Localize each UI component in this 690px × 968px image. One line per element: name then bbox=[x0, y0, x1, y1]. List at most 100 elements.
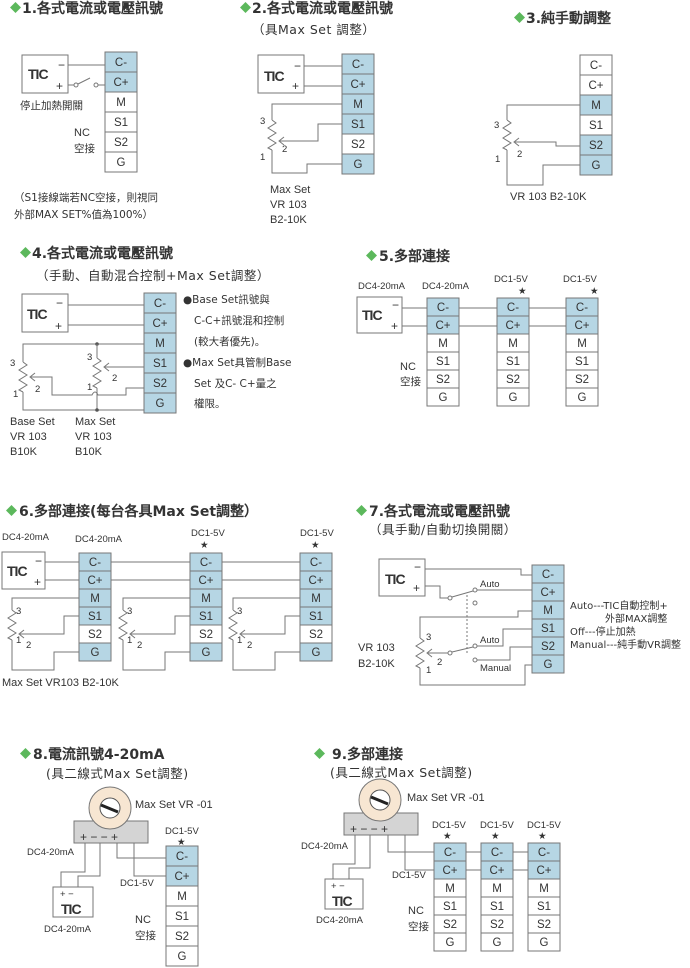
wire bbox=[117, 609, 128, 641]
terminal-label: C- bbox=[154, 298, 166, 310]
terminal-label: S2 bbox=[88, 629, 102, 641]
terminal-label: G bbox=[354, 159, 363, 171]
minus-sign: − bbox=[56, 296, 63, 310]
tic-box bbox=[1, 551, 46, 590]
terminal-label: S2 bbox=[443, 919, 457, 931]
pot-pin-3: 3 bbox=[87, 352, 92, 363]
note-line: (較大者優先)。 bbox=[194, 335, 265, 348]
section-subtitle: （手動、自動混合控制+Max Set調整） bbox=[36, 268, 270, 283]
terminal-label: M bbox=[508, 338, 518, 350]
terminal-label: G bbox=[117, 157, 126, 169]
star-icon: ★ bbox=[200, 540, 209, 551]
section-title: 8.電流訊號4-20mA bbox=[33, 746, 165, 763]
terminal-g bbox=[565, 387, 599, 407]
wire bbox=[129, 629, 136, 639]
switch-contact bbox=[93, 82, 99, 88]
note-line: 權限。 bbox=[194, 397, 226, 410]
terminal-label: C- bbox=[200, 557, 212, 569]
terminal-label: S2 bbox=[575, 374, 589, 386]
terminal-label: M bbox=[539, 883, 549, 895]
tic-box bbox=[324, 878, 364, 910]
pot-label: VR 103 B2-10K bbox=[510, 191, 587, 203]
star-icon: ★ bbox=[177, 837, 186, 848]
terminal-label: C+ bbox=[87, 575, 102, 587]
unit-signal-label: DC1-5V bbox=[191, 528, 225, 539]
section-title: 2.各式電流或電壓訊號 bbox=[252, 0, 393, 17]
tic-box bbox=[378, 558, 426, 597]
pot-label: Max Set VR103 B2-10K bbox=[2, 677, 119, 689]
terminal-label: S2 bbox=[351, 139, 365, 151]
bullet-icon bbox=[240, 2, 251, 13]
terminal-label: C- bbox=[491, 847, 503, 859]
terminal-label: M bbox=[543, 605, 553, 617]
unit-signal-label: DC1-5V bbox=[432, 820, 466, 831]
tic-label: TIC bbox=[28, 66, 48, 82]
terminal-label: S2 bbox=[537, 919, 551, 931]
legend-line: Auto---TIC自動控制+ bbox=[570, 599, 668, 612]
section-title: 9.多部連接 bbox=[332, 746, 403, 763]
terminal-label: G bbox=[178, 951, 187, 963]
wire bbox=[122, 597, 190, 610]
terminal-label: S1 bbox=[537, 901, 551, 913]
tic-box bbox=[257, 54, 305, 94]
tic-label: TIC bbox=[264, 68, 284, 84]
section-2: 2.各式電流或電壓訊號 （具Max Set 調整） TIC − + C-C+MS… bbox=[240, 0, 393, 226]
tic-box bbox=[21, 54, 69, 94]
minus-sign: − bbox=[414, 560, 421, 574]
pot-pin-2: 2 bbox=[282, 144, 287, 155]
pot-pin-3: 3 bbox=[10, 358, 15, 369]
pot-pin-2: 2 bbox=[437, 657, 442, 668]
tic-signal-label: DC4-20mA bbox=[44, 924, 92, 935]
pot-pin-3: 3 bbox=[16, 606, 21, 617]
section-9: 9.多部連接 (具二線式Max Set調整) + − − + Max Set V… bbox=[301, 746, 561, 952]
terminal-label: S2 bbox=[153, 378, 167, 390]
tic-signal-label: DC4-20mA bbox=[27, 847, 75, 858]
wire bbox=[122, 640, 190, 671]
tic-box bbox=[21, 293, 69, 333]
unit-signal-label: DC1-5V bbox=[563, 274, 597, 285]
base-label: Base Set bbox=[10, 416, 55, 428]
unit-signal-label: DC4-20mA bbox=[422, 281, 470, 292]
terminal-label: G bbox=[509, 392, 518, 404]
terminal-g bbox=[480, 932, 514, 952]
tic-label: TIC bbox=[27, 306, 47, 322]
max-label: Max Set bbox=[75, 416, 115, 428]
plus-sign: + bbox=[34, 575, 41, 589]
pot-pin-2: 2 bbox=[517, 149, 522, 160]
pot-pin-2: 2 bbox=[35, 384, 40, 395]
tic-label: TIC bbox=[7, 563, 27, 579]
pot-pin-1: 1 bbox=[260, 152, 265, 163]
terminal-label: C+ bbox=[505, 320, 520, 332]
manual-label: Manual bbox=[480, 663, 511, 674]
wire bbox=[232, 597, 300, 610]
terminal-label: S2 bbox=[309, 629, 323, 641]
section-4: 4.各式電流或電壓訊號 （手動、自動混合控制+Max Set調整） TIC − … bbox=[10, 245, 292, 458]
terminal-label: C+ bbox=[574, 320, 589, 332]
terminal-g bbox=[143, 392, 177, 414]
plus-sign: + bbox=[413, 581, 420, 595]
terminal-label: M bbox=[591, 100, 601, 112]
bullet-icon bbox=[314, 748, 325, 759]
tic-label: TIC bbox=[61, 901, 81, 917]
terminal-label: S2 bbox=[114, 137, 128, 149]
pot-pin-3: 3 bbox=[127, 606, 132, 617]
terminal-label: C- bbox=[310, 557, 322, 569]
note-line: C-C+訊號混和控制 bbox=[194, 314, 284, 327]
terminal-label: G bbox=[202, 647, 211, 659]
terminal-label: C+ bbox=[174, 871, 189, 883]
terminal-label: S2 bbox=[199, 629, 213, 641]
pot-pin-3: 3 bbox=[426, 632, 431, 643]
terminal-label: C- bbox=[590, 60, 602, 72]
tic-box bbox=[356, 296, 403, 334]
terminal-label: M bbox=[177, 891, 187, 903]
terminal-label: G bbox=[439, 392, 448, 404]
pot-label: B2-10K bbox=[270, 214, 307, 226]
terminal-label: C- bbox=[115, 57, 127, 69]
nc-cjk-label: 空接 bbox=[408, 920, 429, 933]
pot-pin-3: 3 bbox=[260, 116, 265, 127]
tic-box bbox=[52, 886, 94, 918]
pot-pin-3: 3 bbox=[494, 120, 499, 131]
